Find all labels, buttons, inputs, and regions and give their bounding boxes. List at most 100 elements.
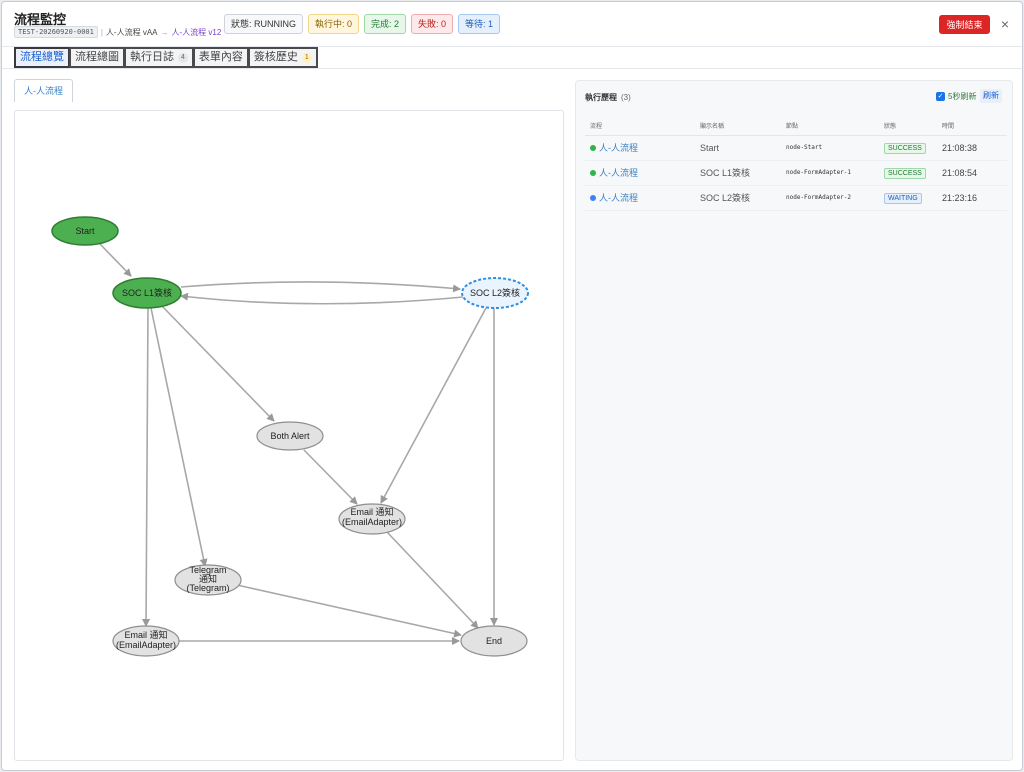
tab-flow-graph[interactable]: 流程總圖 bbox=[69, 47, 125, 68]
col-header: 狀態 bbox=[879, 117, 937, 136]
flow-link[interactable]: 人-人流程 bbox=[599, 143, 638, 153]
node-start[interactable]: Start bbox=[51, 216, 119, 246]
failed-count-badge: 失敗: 0 bbox=[411, 14, 454, 34]
time-cell: 21:08:54 bbox=[937, 160, 1007, 186]
display-name-cell: Start bbox=[695, 135, 781, 161]
tab-count-badge: 1 bbox=[301, 52, 312, 63]
col-header: 流程 bbox=[585, 117, 695, 136]
refresh-button[interactable]: 刷新 bbox=[980, 89, 1002, 103]
tab-overview[interactable]: 流程總覽 bbox=[14, 47, 70, 68]
tab-count-badge: 4 bbox=[178, 52, 188, 63]
edge-email1-end bbox=[386, 531, 479, 629]
node-soc-l2[interactable]: SOC L2簽核 bbox=[461, 277, 529, 309]
node-label-line-2: (EmailAdapter) bbox=[116, 640, 176, 650]
status-badges: 狀態: RUNNING 執行中: 0 完成: 2 失敗: 0 等待: 1 bbox=[224, 14, 501, 34]
panel-title: 執行歷程 (3) bbox=[585, 92, 631, 103]
panel-title-text: 執行歷程 bbox=[585, 93, 617, 102]
dialog-header: 流程監控 TEST-20260920-0001 | 人-人流程 vAA → 人-… bbox=[2, 2, 1022, 47]
edge-l1-both bbox=[160, 304, 275, 422]
edge-start-l1 bbox=[99, 243, 132, 277]
tab-label: 簽核歷史 bbox=[253, 51, 298, 63]
waiting-count-badge: 等待: 1 bbox=[458, 14, 501, 34]
edge-l2-email1 bbox=[380, 307, 487, 504]
node-label: SOC L2簽核 bbox=[470, 287, 520, 298]
display-name-cell: SOC L2簽核 bbox=[695, 185, 781, 211]
node-email-2[interactable]: Email 通知 (EmailAdapter) bbox=[112, 625, 180, 657]
time-cell: 21:08:38 bbox=[937, 135, 1007, 161]
edge-l1-telegram bbox=[150, 307, 208, 567]
status-badge: SUCCESS bbox=[884, 167, 926, 179]
run-id: TEST-20260920-0001 bbox=[14, 26, 98, 38]
status-badge: 狀態: RUNNING bbox=[224, 14, 303, 34]
node-label-line-1: Telegram bbox=[189, 565, 226, 575]
close-icon[interactable]: × bbox=[1000, 16, 1010, 32]
node-soc-l1[interactable]: SOC L1簽核 bbox=[112, 277, 182, 309]
node-label-line-1: Email 通知 bbox=[350, 506, 393, 517]
force-end-button[interactable]: 強制結束 bbox=[939, 15, 990, 34]
node-label-line-2: (EmailAdapter) bbox=[342, 517, 402, 527]
graph-edges bbox=[99, 243, 498, 645]
flow-cell[interactable]: 人-人流程 bbox=[585, 135, 695, 161]
flow-cell[interactable]: 人-人流程 bbox=[585, 185, 695, 211]
node-email-1[interactable]: Email 通知 (EmailAdapter) bbox=[338, 503, 406, 535]
table-header-row: 流程 顯示名稱 節點 狀態 時間 bbox=[585, 117, 1007, 136]
dialog-title: 流程監控 bbox=[14, 12, 67, 27]
tab-label: 執行日誌 bbox=[130, 51, 174, 63]
edge-l1-l2 bbox=[180, 281, 461, 293]
status-cell: WAITING bbox=[879, 185, 937, 211]
table-row[interactable]: 人-人流程 SOC L1簽核 node-FormAdapter-1 SUCCES… bbox=[585, 160, 1007, 186]
col-header: 顯示名稱 bbox=[695, 117, 781, 136]
node-label: SOC L1簽核 bbox=[122, 287, 172, 298]
edge-l1-email2 bbox=[142, 307, 151, 627]
flow-graph-canvas: Start SOC L1簽核 SOC L2簽核 Both Alert Email… bbox=[51, 216, 529, 657]
auto-refresh-toggle[interactable]: ✓ 5秒刷新 bbox=[936, 91, 976, 102]
status-badge: SUCCESS bbox=[884, 142, 926, 154]
tab-label: 流程總圖 bbox=[75, 51, 119, 63]
node-label: Both Alert bbox=[270, 431, 310, 441]
table-row[interactable]: 人-人流程 SOC L2簽核 node-FormAdapter-2 WAITIN… bbox=[585, 185, 1007, 211]
flow-link[interactable]: 人-人流程 bbox=[599, 193, 638, 203]
arrow-icon: → bbox=[160, 27, 169, 37]
separator: | bbox=[100, 27, 103, 37]
node-id-cell: node-FormAdapter-1 bbox=[781, 160, 879, 186]
flow-graph: Start SOC L1簽核 SOC L2簽核 Both Alert Email… bbox=[14, 110, 564, 761]
checkbox-checked-icon[interactable]: ✓ bbox=[936, 92, 945, 101]
time-cell: 21:23:16 bbox=[937, 185, 1007, 211]
node-label-line-2: 通知 bbox=[199, 573, 217, 584]
node-label: End bbox=[486, 636, 502, 646]
history-count: (3) bbox=[621, 93, 631, 102]
edge-l2-l1 bbox=[180, 292, 464, 305]
tab-form-content[interactable]: 表單內容 bbox=[192, 47, 249, 68]
graph-nodes: Start SOC L1簽核 SOC L2簽核 Both Alert Email… bbox=[51, 216, 529, 657]
flow-cell[interactable]: 人-人流程 bbox=[585, 160, 695, 186]
table-row[interactable]: 人-人流程 Start node-Start SUCCESS 21:08:38 bbox=[585, 135, 1007, 161]
node-label-line-1: Email 通知 bbox=[124, 629, 167, 640]
node-id-cell: node-FormAdapter-2 bbox=[781, 185, 879, 211]
auto-refresh-label: 5秒刷新 bbox=[948, 92, 977, 101]
status-dot-icon bbox=[590, 145, 596, 151]
history-table: 流程 顯示名稱 節點 狀態 時間 人-人流程 Start node-Start … bbox=[585, 117, 1007, 211]
execution-history-panel: 執行歷程 (3) ✓ 5秒刷新 刷新 流程 顯示名稱 節點 狀態 時間 人-人流程… bbox=[575, 80, 1013, 761]
status-dot-icon bbox=[590, 170, 596, 176]
status-badge: WAITING bbox=[884, 192, 922, 204]
run-info: TEST-20260920-0001 | 人-人流程 vAA → 人-人流程 v… bbox=[14, 26, 221, 38]
flow-version-link[interactable]: 人-人流程 v12 bbox=[171, 27, 222, 37]
flow-name: 人-人流程 vAA bbox=[105, 27, 158, 37]
subtab-flow[interactable]: 人-人流程 bbox=[14, 79, 73, 102]
tab-exec-log[interactable]: 執行日誌 4 bbox=[124, 47, 194, 68]
tab-label: 表單內容 bbox=[198, 51, 243, 63]
status-dot-icon bbox=[590, 195, 596, 201]
display-name-cell: SOC L1簽核 bbox=[695, 160, 781, 186]
edge-both-email1 bbox=[303, 449, 358, 505]
node-label-line-3: (Telegram) bbox=[186, 583, 229, 593]
flow-link[interactable]: 人-人流程 bbox=[599, 168, 638, 178]
node-label: Start bbox=[75, 226, 95, 236]
node-both-alert[interactable]: Both Alert bbox=[256, 421, 324, 451]
col-header: 節點 bbox=[781, 117, 879, 136]
divider bbox=[2, 68, 1022, 69]
node-telegram[interactable]: Telegram 通知 (Telegram) bbox=[174, 564, 242, 596]
node-end[interactable]: End bbox=[460, 625, 528, 657]
